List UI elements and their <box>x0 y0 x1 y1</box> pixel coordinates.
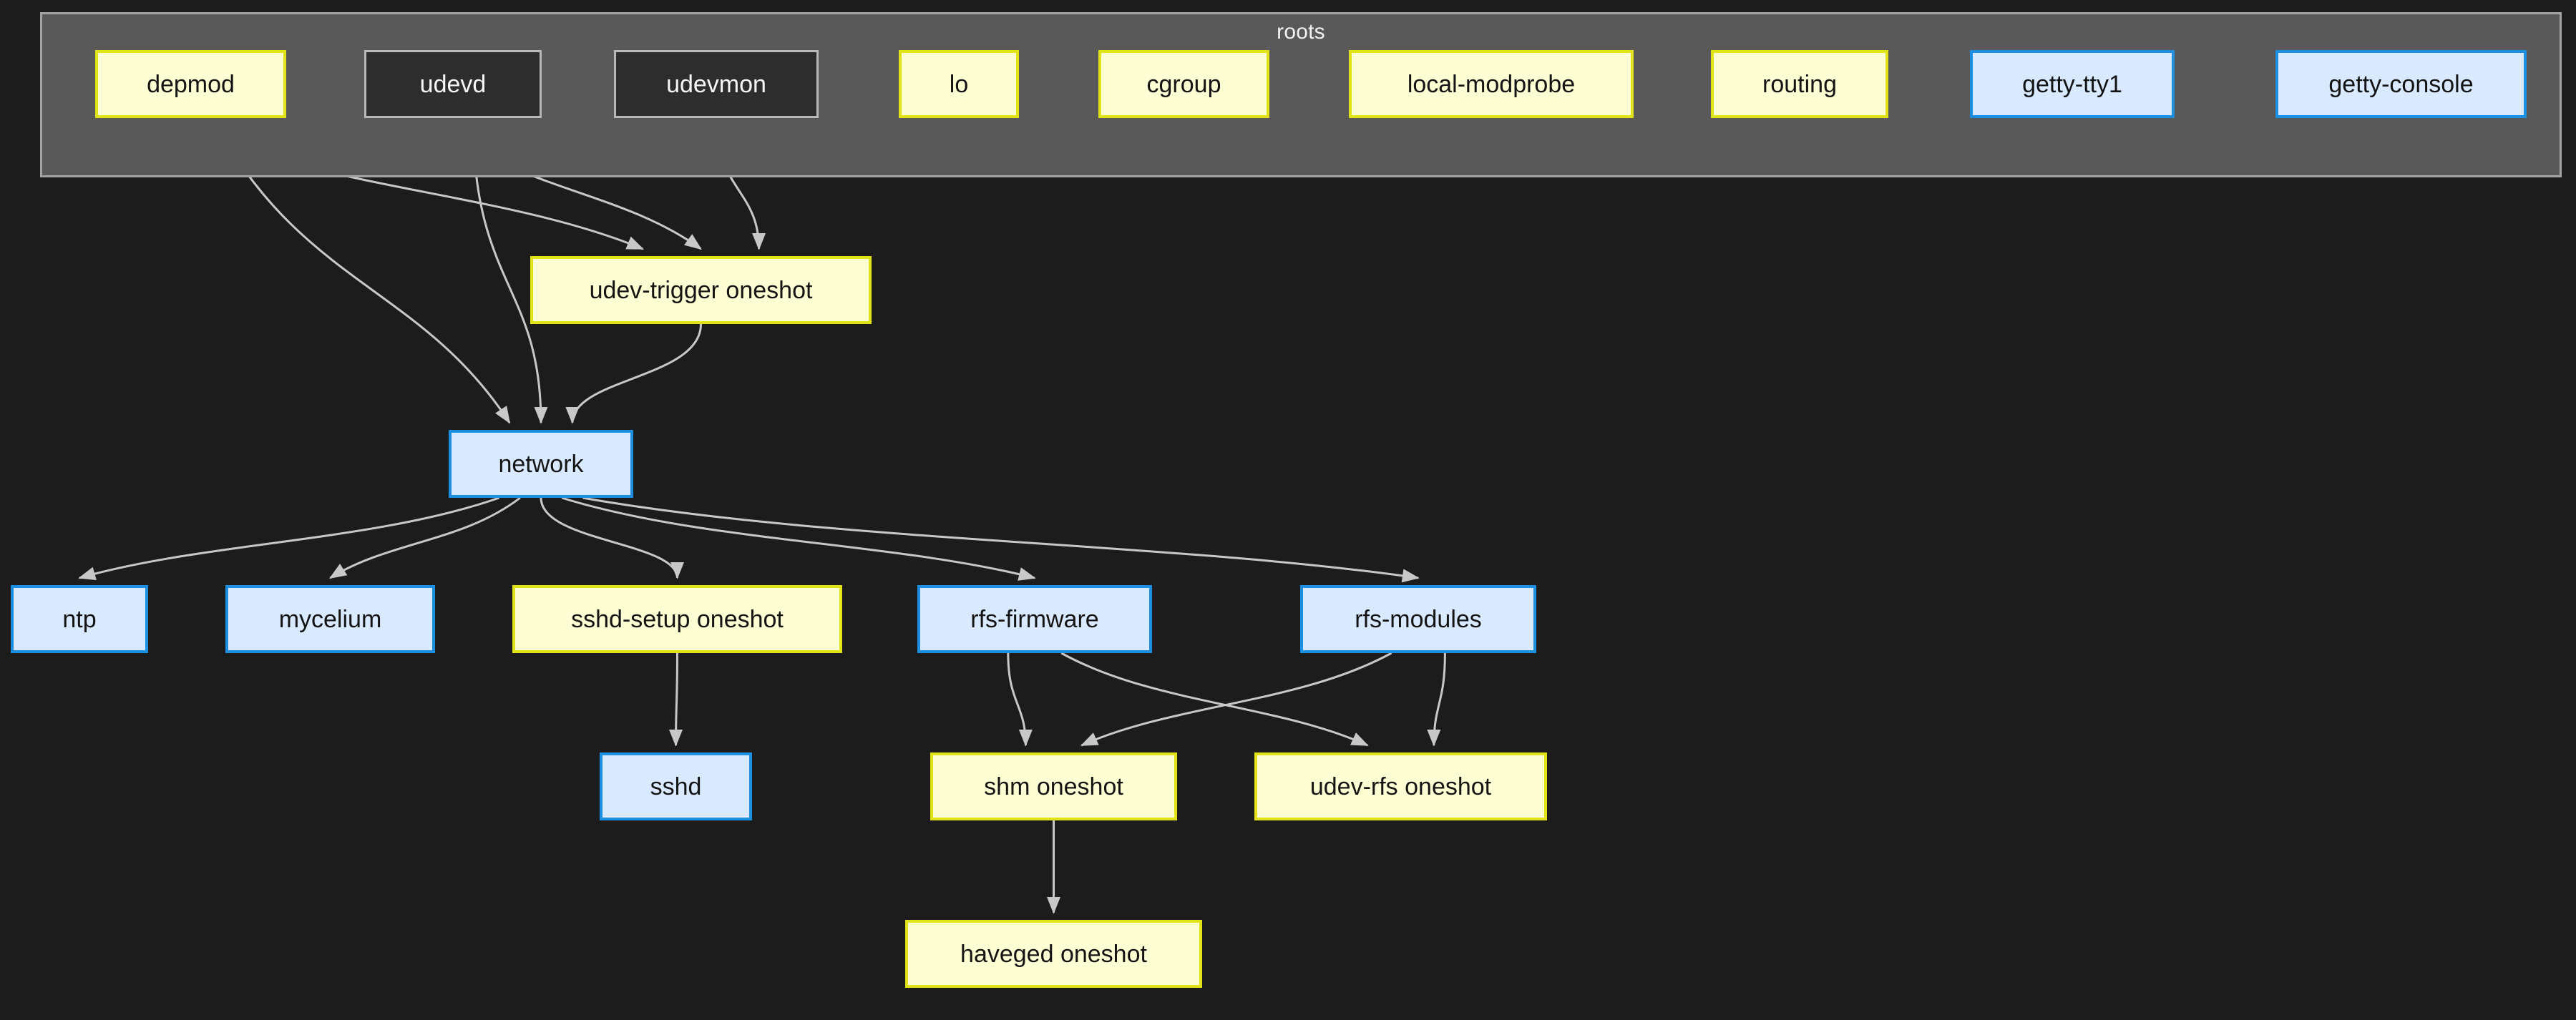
node-udev-rfs[interactable]: udev-rfs oneshot <box>1254 752 1547 820</box>
node-label: lo <box>950 72 968 97</box>
node-label: udev-trigger oneshot <box>590 278 813 303</box>
node-udevd[interactable]: udevd <box>364 50 542 118</box>
node-sshd[interactable]: sshd <box>600 752 752 820</box>
node-label: sshd-setup oneshot <box>571 607 784 632</box>
node-local-modprobe[interactable]: local-modprobe <box>1349 50 1634 118</box>
node-label: local-modprobe <box>1407 72 1575 97</box>
node-udev-trigger[interactable]: udev-trigger oneshot <box>530 256 872 324</box>
edge-rfs-modules-to-udev-rfs <box>1434 653 1445 745</box>
edge-rfs-modules-to-shm <box>1082 653 1392 745</box>
node-rfs-firmware[interactable]: rfs-firmware <box>917 585 1152 653</box>
edge-udev-trigger-to-network <box>572 324 701 423</box>
node-lo[interactable]: lo <box>899 50 1019 118</box>
edge-network-to-rfs-modules <box>582 498 1418 578</box>
edge-rfs-firmware-to-udev-rfs <box>1061 653 1367 745</box>
edge-network-to-sshd-setup <box>541 498 678 578</box>
node-label: udev-rfs oneshot <box>1310 775 1491 799</box>
node-rfs-modules[interactable]: rfs-modules <box>1300 585 1536 653</box>
edge-network-to-mycelium <box>331 498 520 578</box>
node-label: routing <box>1762 72 1837 97</box>
edge-network-to-rfs-firmware <box>562 498 1035 578</box>
node-label: rfs-modules <box>1355 607 1482 632</box>
node-routing[interactable]: routing <box>1711 50 1888 118</box>
node-label: getty-console <box>2328 72 2473 97</box>
node-haveged[interactable]: haveged oneshot <box>905 920 1202 988</box>
node-label: getty-tty1 <box>2022 72 2122 97</box>
node-label: cgroup <box>1147 72 1221 97</box>
node-mycelium[interactable]: mycelium <box>225 585 435 653</box>
edge-rfs-firmware-to-shm <box>1008 653 1026 745</box>
node-cgroup[interactable]: cgroup <box>1098 50 1269 118</box>
node-ntp[interactable]: ntp <box>11 585 148 653</box>
node-label: haveged oneshot <box>960 942 1147 966</box>
edge-sshd-setup-to-sshd <box>676 653 678 745</box>
node-label: depmod <box>147 72 235 97</box>
cluster-title: roots <box>42 20 2560 44</box>
node-network[interactable]: network <box>449 430 633 498</box>
edge-network-to-ntp <box>79 498 499 578</box>
node-label: udevd <box>420 72 487 97</box>
node-label: mycelium <box>279 607 382 632</box>
node-label: network <box>498 452 583 476</box>
node-label: ntp <box>62 607 96 632</box>
node-label: rfs-firmware <box>970 607 1098 632</box>
node-sshd-setup[interactable]: sshd-setup oneshot <box>512 585 842 653</box>
node-getty-tty1[interactable]: getty-tty1 <box>1970 50 2175 118</box>
node-getty-console[interactable]: getty-console <box>2275 50 2527 118</box>
node-label: shm oneshot <box>984 775 1123 799</box>
edge-paths <box>79 118 1445 913</box>
node-label: udevmon <box>666 72 766 97</box>
node-label: sshd <box>650 775 702 799</box>
node-depmod[interactable]: depmod <box>95 50 286 118</box>
node-shm[interactable]: shm oneshot <box>930 752 1177 820</box>
node-udevmon[interactable]: udevmon <box>614 50 819 118</box>
